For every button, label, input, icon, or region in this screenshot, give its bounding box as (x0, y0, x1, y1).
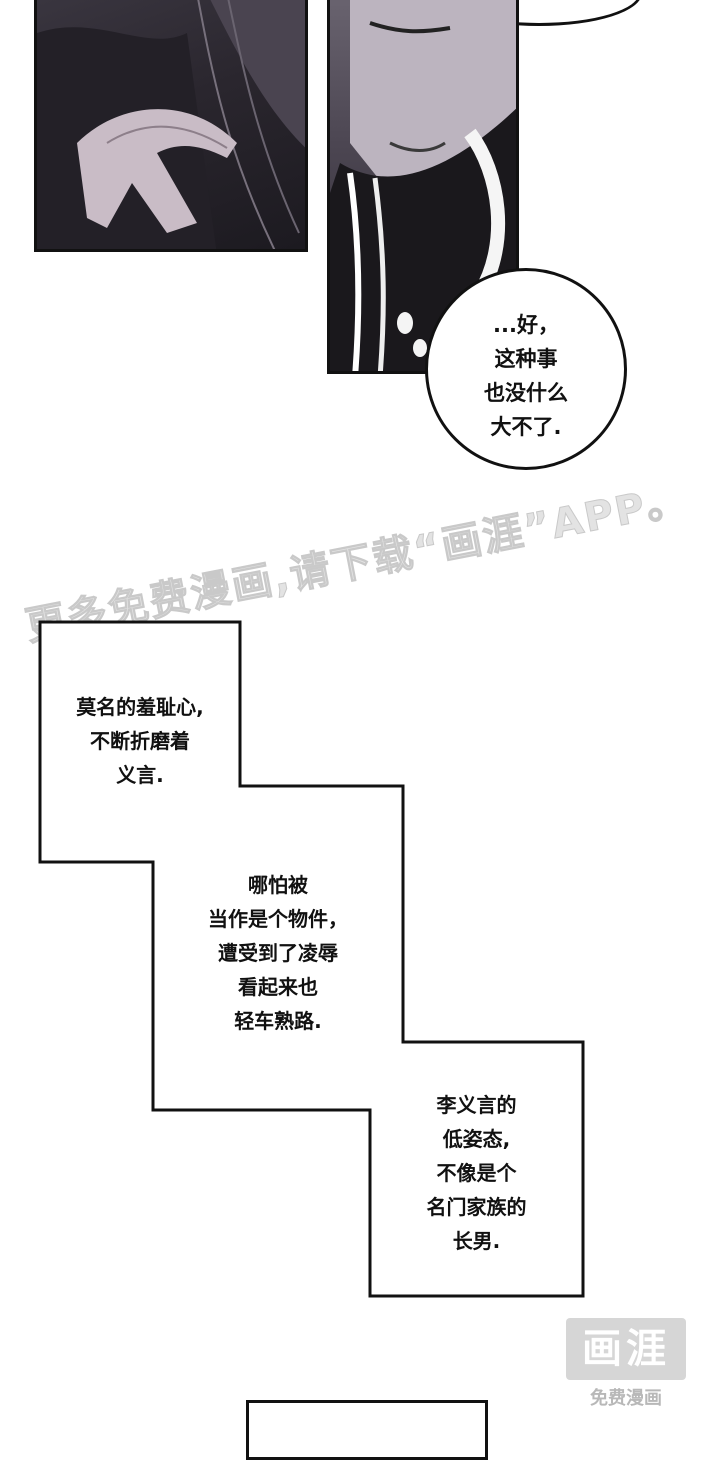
app-logo-subtitle: 免费漫画 (590, 1388, 662, 1409)
next-panel-edge (246, 1400, 488, 1460)
speech-bubble (425, 268, 627, 470)
narration-text-1: 莫名的羞耻心, 不断折磨着 义言. (76, 695, 204, 787)
narration-text-2: 哪怕被 当作是个物件， 遭受到了凌辱 看起来也 轻车熟路. (208, 873, 348, 1033)
speech-bubble-text: ...好， 这种事 也没什么 大不了. (484, 313, 568, 439)
manga-panel-hand (34, 0, 308, 252)
narration-text-3: 李义言的 低姿态, 不像是个 名门家族的 长男. (426, 1093, 527, 1253)
app-logo: 画涯 (566, 1318, 686, 1380)
panel-art-hand (37, 0, 305, 249)
